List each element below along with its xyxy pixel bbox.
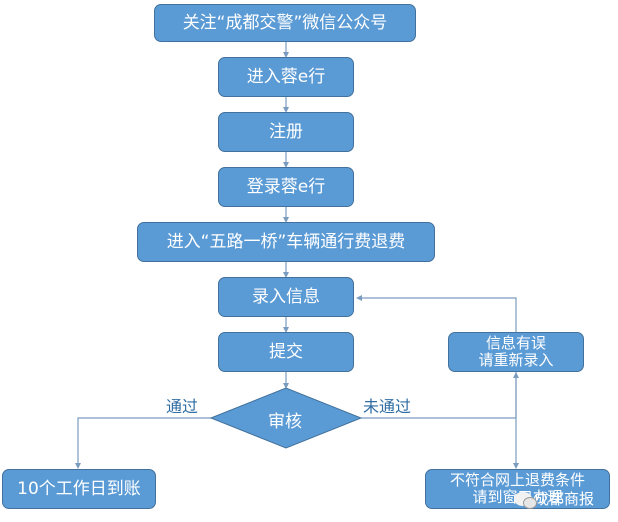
fail-label: 未通过 [363,397,412,416]
retry-line1: 信息有误 [485,334,546,352]
step-register-label: 注册 [269,122,303,142]
step-submit: 提交 [218,332,354,372]
review-label: 审核 [268,412,302,432]
rejected-line1: 不符合网上退费条件 [449,471,585,489]
step-follow-label: 关注“成都交警”微信公众号 [182,13,388,33]
pass-label: 通过 [166,397,199,416]
step-enter-app-label: 进入蓉e行 [246,67,326,87]
wechat-icon [514,491,537,509]
approved-box: 10个工作日到账 [2,469,156,509]
step-enter-app: 进入蓉e行 [218,57,354,97]
step-submit-label: 提交 [269,342,303,362]
arrow-retry-to-input [356,295,517,333]
step-follow: 关注“成都交警”微信公众号 [154,4,416,42]
review-diamond [209,387,363,449]
step-input-info-label: 录入信息 [252,287,320,307]
watermark: 成都商报 [514,488,594,509]
step-refund-entry-label: 进入“五路一桥”车辆通行费退费 [166,232,406,252]
step-refund-entry: 进入“五路一桥”车辆通行费退费 [137,222,435,262]
step-login-label: 登录蓉e行 [246,177,326,197]
watermark-text: 成都商报 [534,490,595,508]
approved-label: 10个工作日到账 [17,479,141,499]
step-register: 注册 [218,112,354,152]
step-login: 登录蓉e行 [218,167,354,207]
retry-line2: 请重新录入 [478,351,554,369]
step-input-info: 录入信息 [218,277,354,317]
retry-box: 信息有误 请重新录入 [448,332,584,372]
arrow-review-to-approved [75,417,211,469]
